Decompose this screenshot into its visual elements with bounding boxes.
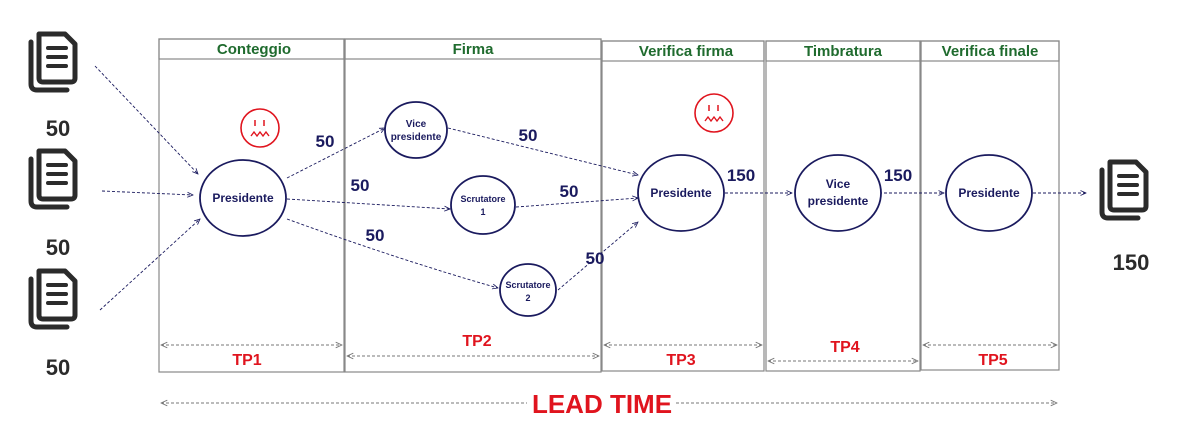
- lead-time-marker: LEAD TIME: [161, 389, 1057, 419]
- phase-title: Timbratura: [804, 43, 883, 60]
- tp-label: TP4: [830, 339, 859, 356]
- node-label: Presidente: [958, 186, 1020, 200]
- phase-timbratura: Timbratura: [765, 40, 921, 372]
- flow-arrow: [515, 198, 638, 208]
- flow-quantity: 50: [560, 182, 579, 201]
- input-documents: 50 50 50: [31, 34, 75, 380]
- phase-title: Verifica finale: [942, 43, 1039, 60]
- node-label: 1: [480, 207, 485, 217]
- flow-quantity: 50: [316, 132, 335, 151]
- node-label: Presidente: [650, 186, 712, 200]
- input-count: 50: [46, 235, 70, 260]
- tp-label: TP1: [232, 352, 261, 369]
- node-vice-presidente-timbratura: Vice presidente: [794, 154, 882, 232]
- tp-label: TP2: [462, 333, 491, 350]
- node-scrutatore-2: Scrutatore 2: [499, 263, 557, 317]
- flow-quantity: 50: [366, 226, 385, 245]
- node-label: Scrutatore: [460, 194, 505, 204]
- sad-face-icon: [694, 93, 734, 133]
- node-label: Presidente: [212, 191, 274, 205]
- phase-conteggio: Conteggio: [158, 38, 345, 373]
- phase-title: Verifica firma: [639, 43, 734, 60]
- phase-title: Firma: [453, 41, 495, 58]
- document-icon: [31, 34, 75, 90]
- node-label: Vice: [406, 119, 427, 130]
- flow-quantity: 150: [727, 166, 755, 185]
- node-vice-presidente-firma: Vice presidente: [384, 101, 448, 159]
- flow-arrow: [94, 65, 198, 174]
- sad-face-icon: [240, 108, 280, 148]
- flow-arrow: [99, 219, 200, 311]
- phase-title: Conteggio: [217, 41, 291, 58]
- tp-markers: TP1 TP2 TP3 TP4 TP5: [161, 333, 1057, 369]
- phase-verifica-firma: Verifica firma: [601, 40, 765, 372]
- lead-time-label: LEAD TIME: [532, 389, 672, 419]
- flow-arrow: [286, 198, 450, 209]
- flow-arrow: [286, 218, 498, 288]
- output-count: 150: [1113, 250, 1150, 275]
- node-scrutatore-1: Scrutatore 1: [450, 175, 516, 235]
- document-icon: [31, 271, 75, 327]
- flow-arrow: [101, 190, 193, 195]
- input-count: 50: [46, 355, 70, 380]
- flow-arrow: [557, 222, 638, 291]
- flow-arrow: [447, 127, 638, 175]
- flow-arrows: [94, 65, 1086, 311]
- tp-label: TP3: [666, 352, 695, 369]
- node-presidente-verifica: Presidente: [637, 154, 725, 232]
- flow-quantity: 50: [351, 176, 370, 195]
- tp-label: TP5: [978, 352, 1007, 369]
- flow-quantity: 50: [519, 126, 538, 145]
- node-presidente-finale: Presidente: [945, 154, 1033, 232]
- node-presidente-conteggio: Presidente: [199, 159, 287, 237]
- node-label: 2: [525, 293, 530, 303]
- input-count: 50: [46, 116, 70, 141]
- phase-firma: Firma: [344, 38, 602, 373]
- node-label: presidente: [391, 132, 442, 143]
- flow-quantities: 50 50 50 50 50 50 150 150: [316, 126, 913, 268]
- document-icon: [1102, 162, 1146, 218]
- document-icon: [31, 151, 75, 207]
- flow-quantity: 150: [884, 166, 912, 185]
- phase-verifica-finale: Verifica finale: [920, 40, 1060, 371]
- flow-quantity: 50: [586, 249, 605, 268]
- node-label: Scrutatore: [505, 280, 550, 290]
- output-documents: 150: [1102, 162, 1149, 275]
- node-label: presidente: [808, 194, 869, 208]
- node-label: Vice: [826, 177, 851, 191]
- flow-arrow: [286, 128, 385, 179]
